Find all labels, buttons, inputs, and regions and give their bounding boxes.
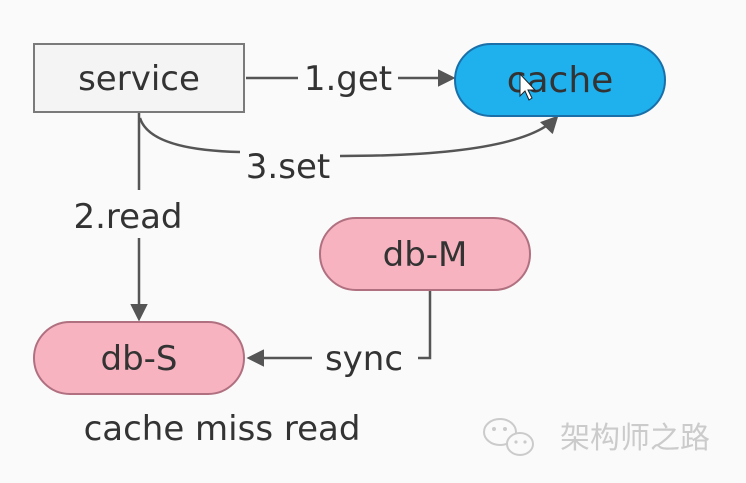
mouse-cursor-icon [519,72,537,101]
edge-set [138,118,556,158]
node-db-m: db-M [319,217,531,291]
edge-label-sync: sync [325,339,403,379]
node-db-s: db-S [33,321,245,395]
edge-label-get: 1.get [304,59,392,99]
wechat-icon [483,418,534,456]
edge-label-read: 2.read [73,197,182,237]
edges [130,69,556,367]
node-db-m-label: db-M [383,235,468,275]
edge-label-set: 3.set [246,147,330,187]
node-service-label: service [78,59,200,99]
watermark: 架构师之路 [483,418,710,456]
diagram-caption: cache miss read [84,409,361,449]
edge-sync [418,290,432,360]
node-service: service [33,43,245,113]
node-db-s-label: db-S [100,339,177,379]
node-cache: cache [454,43,666,117]
watermark-text: 架构师之路 [560,421,710,456]
